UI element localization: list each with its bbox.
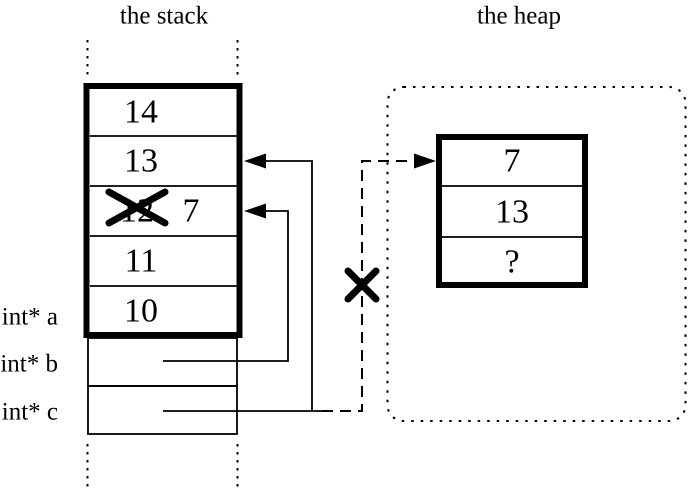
variable-label-a: int* a <box>2 304 58 331</box>
dangling-pointer-arrowhead <box>414 153 436 169</box>
heap-cell-value-unknown: ? <box>504 244 519 281</box>
pointer-c-arrow <box>163 153 322 412</box>
stack-cell-value-11: 11 <box>125 243 158 280</box>
heap-title: the heap <box>477 3 561 30</box>
invalid-pointer-x-icon <box>344 267 380 303</box>
crossed-out-value-x-icon <box>105 188 169 227</box>
variable-label-b: int* b <box>0 351 58 378</box>
stack-array-box <box>83 83 243 338</box>
stack-cell-value-10: 10 <box>124 293 158 330</box>
heap-region-border <box>386 86 687 422</box>
heap-cell-value-7: 7 <box>504 143 521 180</box>
pointer-b-arrowhead <box>244 203 266 219</box>
pointer-b-arrow <box>163 203 289 362</box>
variable-slot-c <box>87 385 238 435</box>
heap-block-box <box>436 134 588 288</box>
pointer-c-arrowhead <box>244 153 266 169</box>
stack-title: the stack <box>120 3 209 30</box>
stack-cell-new-value-7: 7 <box>183 193 200 230</box>
heap-cell-value-13: 13 <box>495 194 529 231</box>
variable-label-c: int* c <box>2 399 58 426</box>
dangling-pointer-dashed-arrow <box>322 153 436 412</box>
variable-slot-b <box>87 337 238 387</box>
stack-cell-value-13: 13 <box>124 143 158 180</box>
stack-cell-value-14: 14 <box>124 94 158 131</box>
